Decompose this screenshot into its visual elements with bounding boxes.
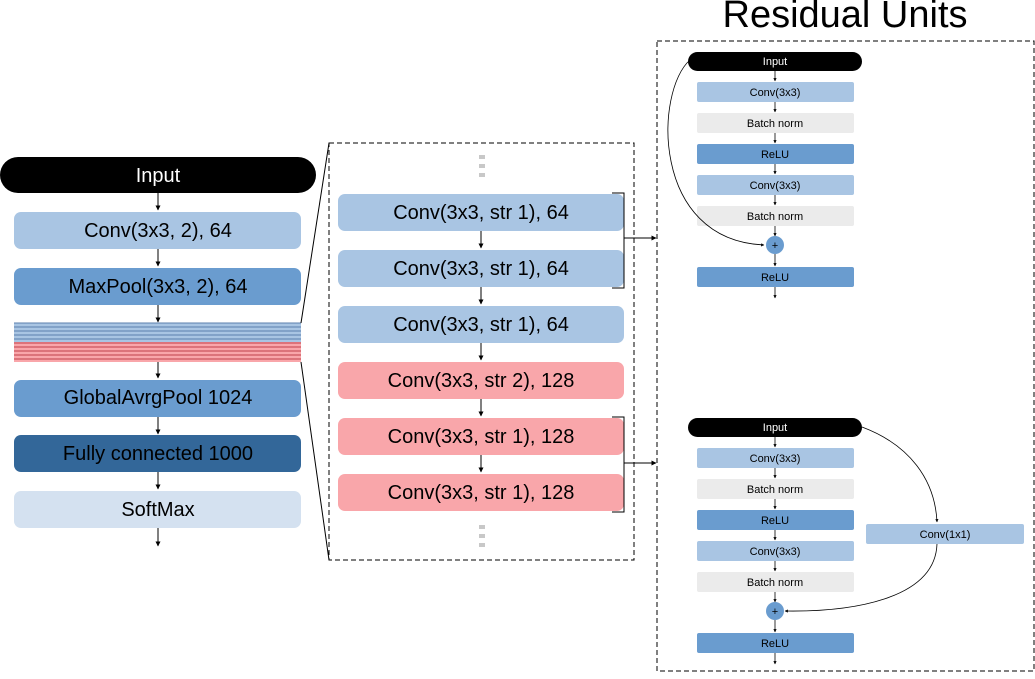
detail-layer-label: Conv(3x3, str 1), 128 [388,482,575,504]
unit2-shortcut-path-b [784,543,938,613]
network-globalpool-node: GlobalAvrgPool 1024 [14,380,301,417]
bracket-unit-2 [612,416,625,513]
unit2-shortcut-label: Conv(1x1) [920,529,971,541]
unit1-add-node [766,236,784,254]
detail-layer: Conv(3x3, str 1), 64 [338,306,624,343]
detail-layer-label: Conv(3x3, str 2), 128 [388,370,575,392]
detail-ellipsis-bottom [479,525,485,547]
unit1-output-label: ReLU [761,272,789,284]
bracket-unit-1 [612,192,625,289]
unit1-layer-label: ReLU [761,149,789,161]
zoom-connectors [300,142,330,561]
unit1-layer-label: Batch norm [747,211,803,223]
unit1-input-label: Input [763,56,787,68]
detail-panel: Conv(3x3, str 1), 64 Conv(3x3, str 1), 6… [328,142,657,561]
network-maxpool-node: MaxPool(3x3, 2), 64 [14,268,301,305]
unit1-layer-label: Conv(3x3) [750,180,801,192]
detail-layer-label: Conv(3x3, str 1), 64 [393,314,569,336]
network-softmax-node: SoftMax [14,491,301,528]
unit1-layer-label: Conv(3x3) [750,87,801,99]
network-softmax-label: SoftMax [121,499,194,521]
network-input-node: Input [0,157,316,193]
network-input-label: Input [136,165,181,187]
unit2-layer-label: Batch norm [747,484,803,496]
residual-stack-stripes [14,322,301,362]
main-network: Input Conv(3x3, 2), 64 MaxPool(3x3, 2), … [0,157,316,547]
residual-unit-1: Input Conv(3x3) Batch norm ReLU Conv(3x3… [667,52,862,299]
detail-panel-border [328,142,635,561]
residual-units-border [656,40,1035,672]
unit2-layer-label: Conv(3x3) [750,453,801,465]
network-maxpool-label: MaxPool(3x3, 2), 64 [69,276,248,298]
unit2-shortcut-path-a [861,426,939,523]
unit2-layer-label: Batch norm [747,577,803,589]
detail-layer-label: Conv(3x3, str 1), 128 [388,426,575,448]
unit2-add-label: + [772,606,778,618]
detail-ellipsis-top [479,155,485,177]
unit1-shortcut-path [667,59,765,247]
unit2-output-label: ReLU [761,638,789,650]
unit2-layer-label: Conv(3x3) [750,546,801,558]
detail-layer: Conv(3x3, str 1), 128 [338,474,624,511]
detail-layer: Conv(3x3, str 2), 128 [338,362,624,399]
unit2-add-node [766,602,784,620]
unit1-add-label: + [772,240,778,252]
unit1-layer-label: Batch norm [747,118,803,130]
network-globalpool-label: GlobalAvrgPool 1024 [64,387,253,409]
residual-units-panel: Input Conv(3x3) Batch norm ReLU Conv(3x3… [656,40,1035,672]
detail-layer: Conv(3x3, str 1), 128 [338,418,624,455]
network-fc-node: Fully connected 1000 [14,435,301,472]
residual-units-title: Residual Units [723,0,968,36]
unit2-layer-label: ReLU [761,515,789,527]
network-conv1-node: Conv(3x3, 2), 64 [14,212,301,249]
network-conv1-label: Conv(3x3, 2), 64 [84,220,232,242]
unit2-shortcut-conv [866,524,1024,544]
network-fc-label: Fully connected 1000 [63,443,253,465]
detail-layer: Conv(3x3, str 1), 64 [338,250,624,287]
detail-layer-label: Conv(3x3, str 1), 64 [393,258,569,280]
unit2-input-label: Input [763,422,787,434]
detail-layer: Conv(3x3, str 1), 64 [338,194,624,231]
detail-layer-label: Conv(3x3, str 1), 64 [393,202,569,224]
residual-unit-2: Input Conv(3x3) Batch norm ReLU Conv(3x3… [688,418,1024,665]
